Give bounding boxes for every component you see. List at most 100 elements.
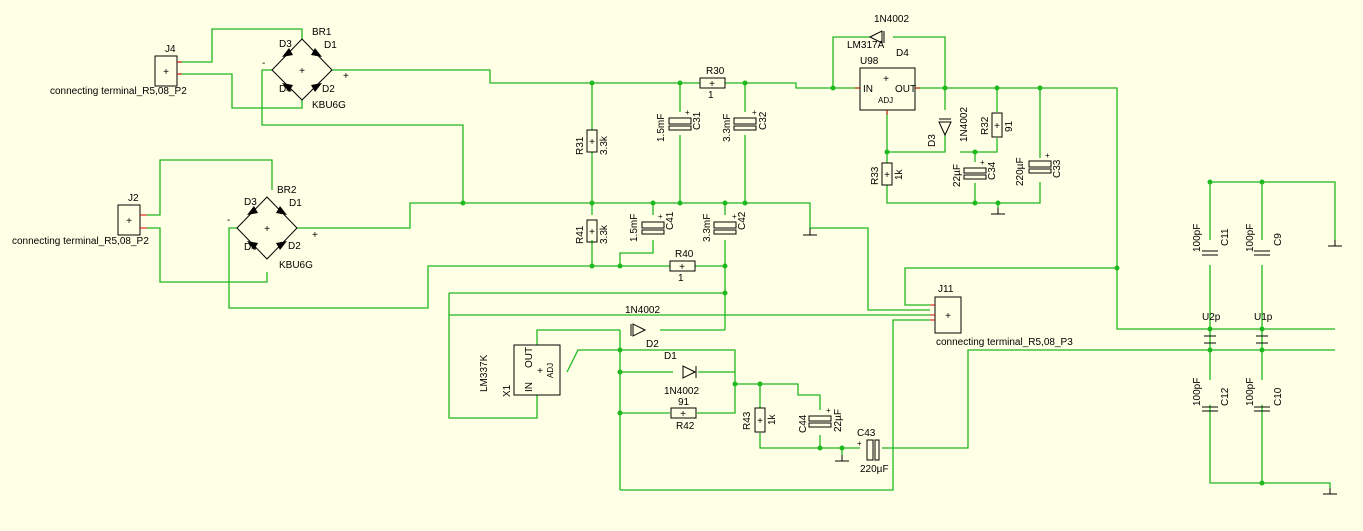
resistor-r42[interactable]: + 91 R42 [670,397,697,432]
connector-j2[interactable]: + J2 connecting terminal_R5,08_P2 [12,193,149,247]
u98-out: OUT [895,84,916,95]
plus-symbol: + [826,406,831,415]
x1-ref: X1 [502,384,513,397]
r32-ref: R32 [980,116,991,135]
d4top-part: 1N4002 [874,14,909,25]
br2-plus: + [312,230,318,241]
resistor-r41[interactable]: + R41 3.3k [575,219,610,244]
ground-symbols [803,208,1342,495]
resistor-r32[interactable]: + R32 91 [980,112,1015,138]
br1-type: KBU6G [312,100,346,111]
bridge-rectifier-br1[interactable]: + BR1 D1 D3 D4 D2 KBU6G + - [262,27,349,111]
br2-d1: D1 [289,198,302,209]
r33-value: 1k [894,168,905,180]
regulator-x1[interactable]: IN OUT ADJ + LM337K X1 [479,344,561,397]
br2-d3: D3 [244,197,257,208]
plus-symbol: + [679,262,685,273]
plus-symbol: + [589,227,595,238]
c41-value: 1.5mF [629,214,640,242]
c34-value: 22µF [952,164,963,187]
r40-ref: R40 [675,249,694,260]
resistor-r31[interactable]: + R31 3.3k [575,129,610,155]
c31-value: 1.5mF [656,114,667,142]
c32-ref: C32 [758,111,769,130]
c43-ref: C43 [857,428,876,439]
plus-symbol: + [537,366,543,377]
inductor-u1p[interactable]: U1p [1254,312,1273,344]
r31-ref: R31 [575,136,586,155]
j4-ref: J4 [165,44,176,55]
resistor-r33[interactable]: + R33 1k [870,162,905,186]
plus-symbol: + [658,212,663,221]
capacitor-c34[interactable]: + 22µF C34 [952,158,998,187]
br1-plus: + [343,71,349,82]
c33-value: 220µF [1015,157,1026,186]
br2-type: KBU6G [279,260,313,271]
c12-value: 100pF [1192,378,1203,406]
capacitor-c43[interactable]: + C43 220µF [857,428,889,475]
capacitor-c33[interactable]: + 220µF C33 [1015,151,1063,186]
plus-symbol: + [1045,151,1050,160]
wires [147,28,1336,491]
c9-value: 100pF [1245,224,1256,252]
r43-value: 1k [767,413,778,425]
br2-d2: D2 [288,241,301,252]
d2-ref: D2 [646,339,659,350]
c41-ref: C41 [665,211,676,230]
capacitor-c32[interactable]: + 3.3mF C32 [722,108,769,142]
c11-ref: C11 [1220,228,1231,246]
c33-ref: C33 [1052,159,1063,178]
connector-j4[interactable]: + J4 connecting terminal_R5,08_P2 [50,44,187,97]
r42-ref: R42 [676,421,695,432]
resistor-r40[interactable]: + R40 1 [669,249,696,284]
plus-symbol: + [680,409,686,420]
plus-symbol: + [883,74,889,85]
br1-d2: D2 [322,84,335,95]
ground-icon [1328,240,1342,247]
br1-minus: - [262,58,265,69]
bridge-rectifier-br2[interactable]: + BR2 D1 D3 D4 D2 KBU6G + - [227,185,318,271]
capacitor-c9[interactable]: 100pF C9 [1245,224,1284,256]
capacitor-c11[interactable]: 100pF C11 [1192,224,1231,256]
c44-ref: C44 [798,414,809,433]
r40-value: 1 [678,273,684,284]
d2-part: 1N4002 [625,305,660,316]
diode-d1[interactable]: D1 1N4002 [664,351,699,397]
plus-symbol: + [884,170,890,181]
r31-value: 3.3k [599,135,610,155]
r30-ref: R30 [706,66,725,77]
r43-ref: R43 [742,411,753,430]
diode-d4-top[interactable]: 1N4002 D4 [868,14,909,59]
resistor-r30[interactable]: + R30 1 [699,66,726,101]
regulator-u98[interactable]: LM317A U98 IN OUT ADJ + [847,40,920,115]
c34-ref: C34 [987,161,998,180]
ground-icon [835,455,849,462]
capacitor-c12[interactable]: 100pF C12 [1192,378,1231,412]
u2p-ref: U2p [1202,312,1221,323]
diode-d3-mid[interactable]: 1N4002 D3 [927,107,970,147]
x1-part: LM337K [479,354,490,392]
u98-ref: U98 [860,56,879,67]
plus-symbol: + [752,108,757,117]
ground-icon [1323,488,1337,495]
capacitor-c31[interactable]: + 1.5mF C31 [656,108,703,142]
resistor-r43[interactable]: + R43 1k [742,407,778,433]
r42-value: 91 [678,397,690,408]
inductor-u2p[interactable]: U2p [1202,312,1221,344]
d1-part: 1N4002 [664,386,699,397]
d3mid-ref: D3 [927,134,938,147]
d3mid-part: 1N4002 [959,107,970,142]
j2-desc: connecting terminal_R5,08_P2 [12,236,149,247]
connector-j11[interactable]: + J11 connecting terminal_R5,08_P3 [930,284,1073,348]
capacitor-c10[interactable]: 100pF C10 [1245,378,1284,412]
capacitor-c42[interactable]: + 3.3mF C42 [702,211,748,242]
diode-d2[interactable]: 1N4002 D2 [625,305,660,350]
plus-symbol: + [589,137,595,148]
capacitor-c41[interactable]: + 1.5mF C41 [629,211,676,242]
ground-icon [803,228,817,236]
j11-desc: connecting terminal_R5,08_P3 [936,337,1073,348]
u98-part: LM317A [847,40,885,51]
j4-desc: connecting terminal_R5,08_P2 [50,86,187,97]
br2-d4: D4 [244,242,257,253]
capacitor-c44[interactable]: + C44 22µF [798,406,844,433]
